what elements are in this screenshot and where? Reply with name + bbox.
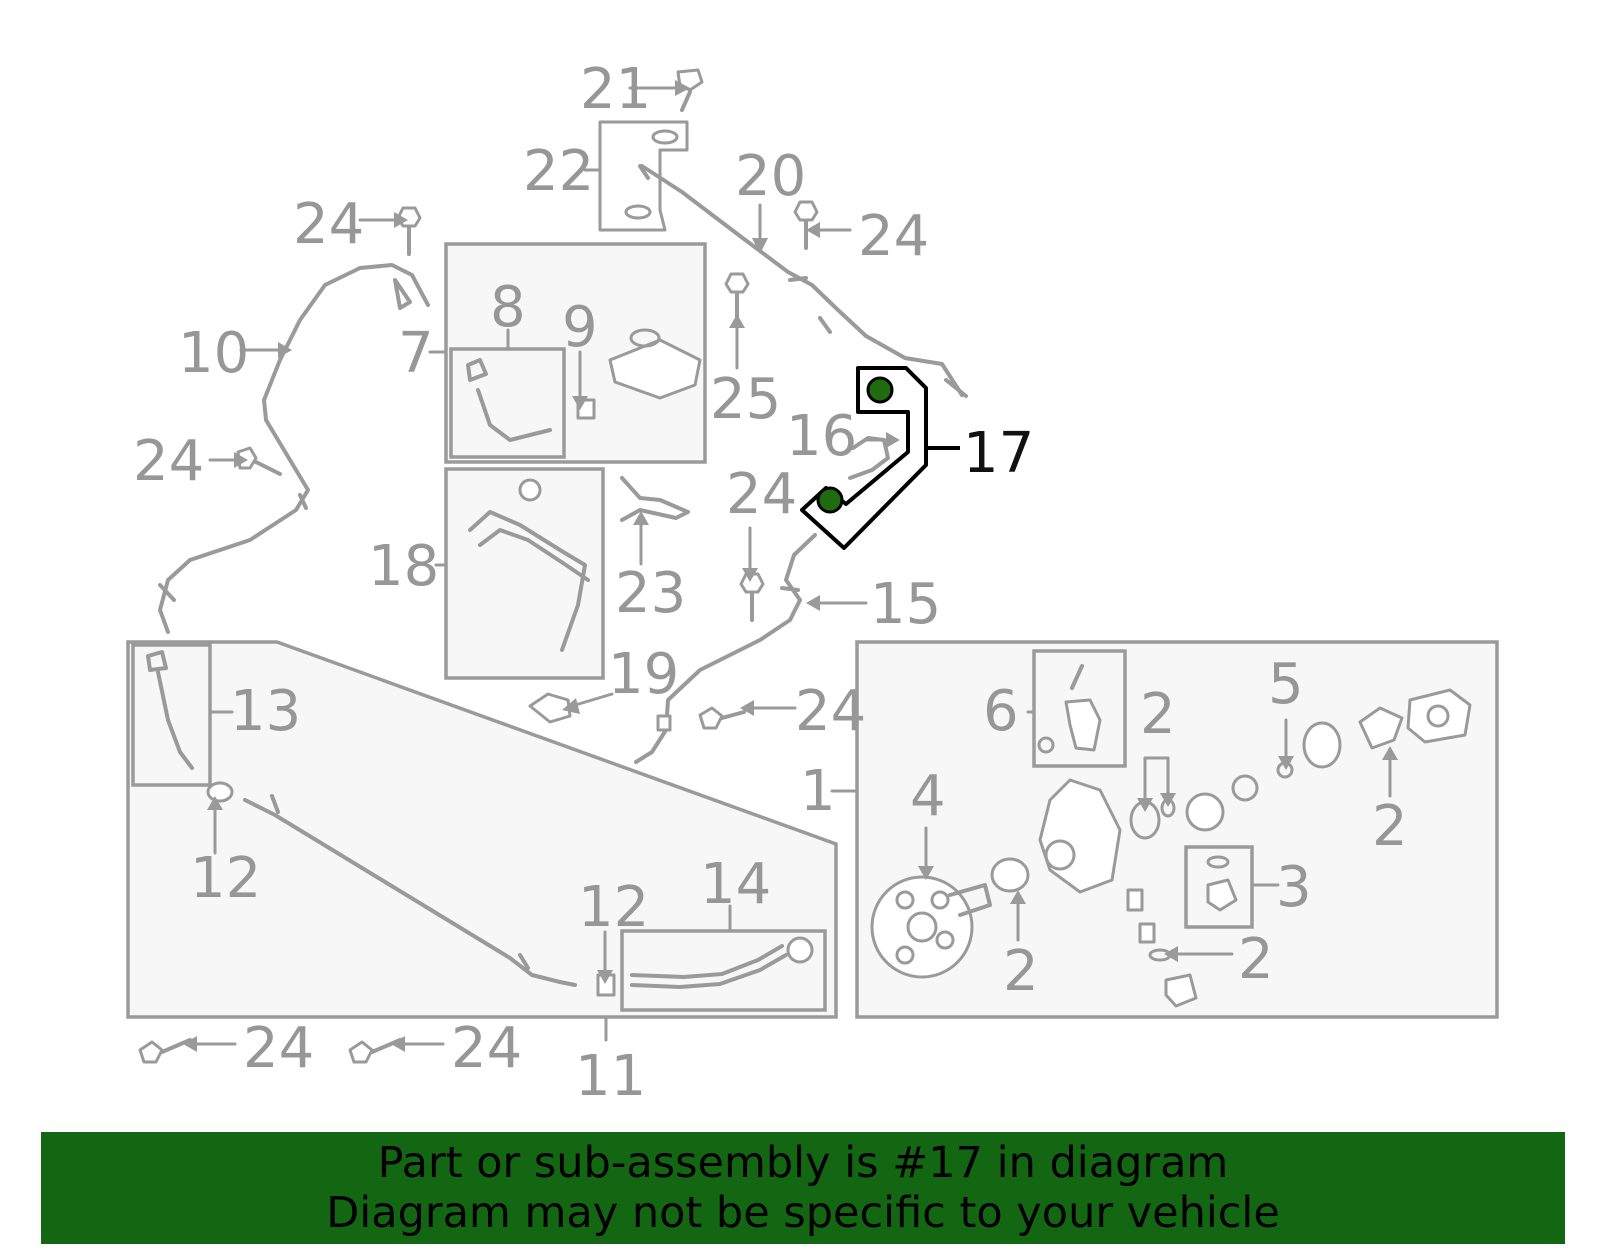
- callout-19: 19: [608, 642, 679, 707]
- callout-2-right: 2: [1372, 794, 1408, 859]
- callout-18: 18: [368, 534, 439, 599]
- callout-2-bottom-left: 2: [1003, 939, 1039, 1004]
- highlighted-part-17: [800, 366, 928, 550]
- callout-12-left: 12: [190, 846, 261, 911]
- banner-line-2: Diagram may not be specific to your vehi…: [326, 1188, 1280, 1238]
- callout-7: 7: [398, 321, 434, 386]
- highlight-clamp-bottom: [816, 486, 844, 514]
- hose-14: [630, 953, 788, 989]
- callout-11: 11: [575, 1044, 646, 1109]
- callout-24-bottom-left: 24: [243, 1016, 314, 1081]
- callout-3: 3: [1276, 855, 1312, 920]
- hose-20: [640, 164, 964, 397]
- hose-8: [476, 388, 552, 442]
- callout-24-right: 24: [795, 679, 866, 744]
- banner-line-1: Part or sub-assembly is #17 in diagram: [377, 1138, 1229, 1188]
- callout-15: 15: [870, 572, 941, 637]
- callout-14: 14: [700, 852, 771, 917]
- clamp-19: [528, 692, 572, 724]
- info-banner: Part or sub-assembly is #17 in diagram D…: [41, 1132, 1565, 1244]
- callout-8: 8: [490, 275, 526, 340]
- hose-13: [156, 670, 194, 770]
- callout-4: 4: [910, 764, 946, 829]
- sub-box-13: [131, 643, 212, 787]
- callout-23: 23: [615, 561, 686, 626]
- pressure-line-10: [158, 263, 430, 634]
- return-line-15: [634, 533, 817, 764]
- callout-25: 25: [710, 367, 781, 432]
- callout-2-top: 2: [1140, 682, 1176, 747]
- callout-5: 5: [1268, 652, 1304, 717]
- callout-24-top-right: 24: [858, 204, 929, 269]
- bracket-22: [598, 120, 689, 232]
- callout-13: 13: [230, 679, 301, 744]
- callout-21: 21: [580, 57, 651, 122]
- arrowheads: [183, 80, 1398, 1052]
- callout-17: 17: [963, 421, 1034, 486]
- callout-20: 20: [735, 144, 806, 209]
- callout-24-bottom-middle: 24: [451, 1016, 522, 1081]
- callout-9: 9: [562, 295, 598, 360]
- callout-22: 22: [523, 139, 594, 204]
- callout-10: 10: [178, 321, 249, 386]
- callout-24-middle: 24: [726, 462, 797, 527]
- callout-6: 6: [983, 679, 1019, 744]
- callout-16: 16: [786, 404, 857, 469]
- callout-12-right: 12: [578, 875, 649, 940]
- bracket-23: [620, 476, 690, 522]
- hose-18: [468, 510, 587, 652]
- pump-body: [1038, 778, 1122, 894]
- callout-2-bottom-right: 2: [1238, 927, 1274, 992]
- callout-1: 1: [800, 759, 836, 824]
- callout-24-top-left: 24: [293, 192, 364, 257]
- cooler-line-11: [243, 798, 577, 987]
- callout-24-left: 24: [133, 429, 204, 494]
- highlight-clamp-top: [866, 376, 894, 404]
- assembly-box-11: [126, 640, 838, 1019]
